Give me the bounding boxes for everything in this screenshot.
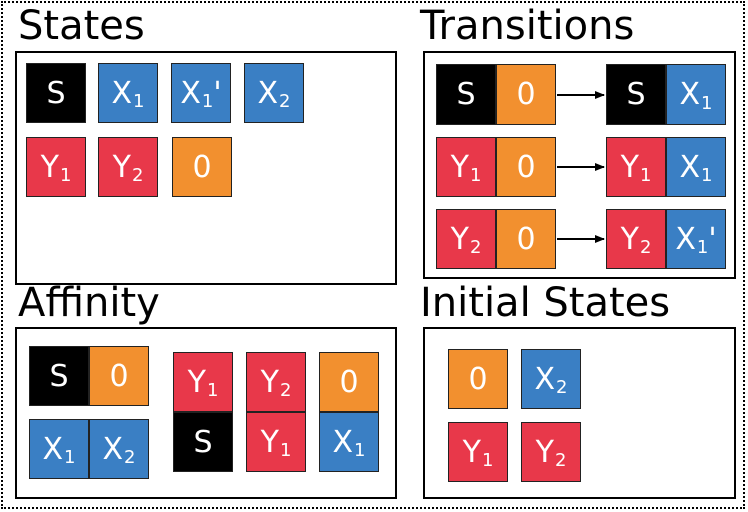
states-heading: States (18, 3, 145, 49)
affinity-zero-right-of-s: 0 (89, 346, 149, 406)
state-zero: 0 (172, 137, 232, 197)
affinity-heading: Affinity (18, 280, 160, 326)
transition-1-from-zero: 0 (496, 64, 556, 125)
transition-3-from-zero: 0 (496, 209, 556, 269)
affinity-zero-top: 0 (319, 352, 379, 412)
transition-1-from-s: S (436, 64, 496, 125)
state-s: S (26, 63, 86, 123)
transitions-heading: Transitions (420, 3, 635, 49)
transition-1-to-s: S (606, 64, 666, 125)
affinity-s-below-y1: S (173, 412, 233, 472)
initial-states-heading: Initial States (420, 280, 671, 326)
transition-2-from-zero: 0 (496, 137, 556, 197)
initial-zero: 0 (448, 349, 508, 409)
affinity-s: S (29, 346, 89, 406)
